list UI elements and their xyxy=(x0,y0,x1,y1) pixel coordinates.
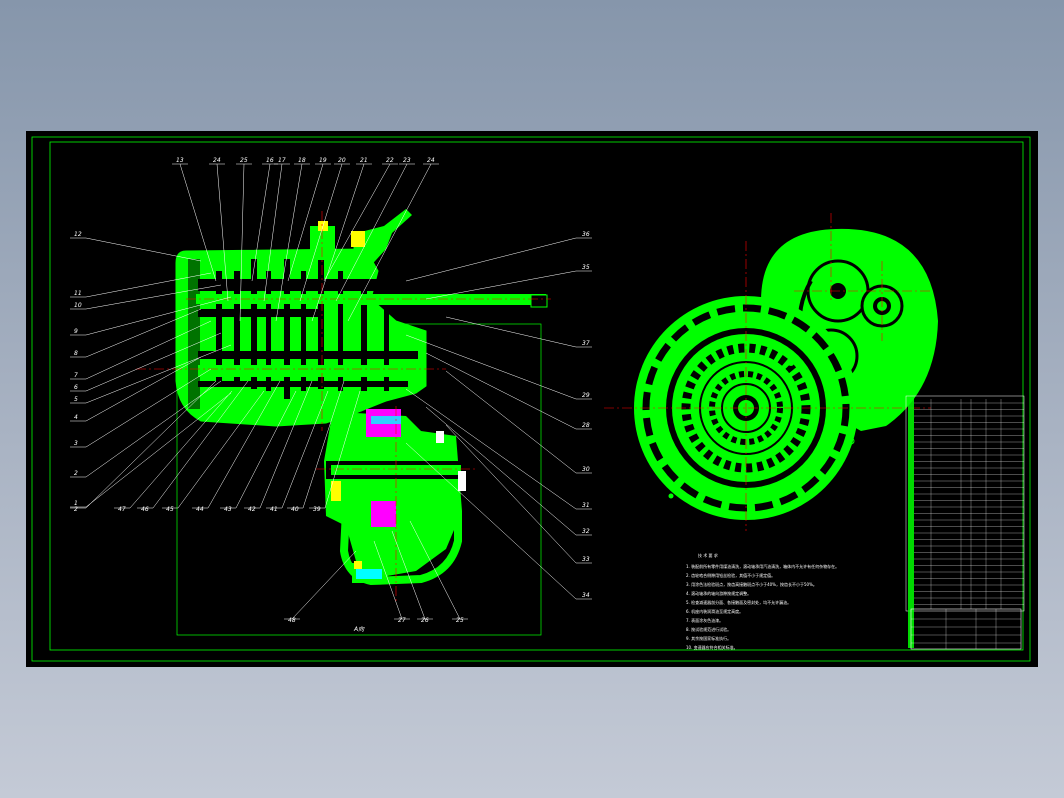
callout-right-4: 28 xyxy=(582,422,590,429)
leader-lines xyxy=(70,163,592,620)
technical-notes: 技 术 要 求 1. 装配前所有零件用煤油清洗，滚动轴承用汽油清洗，箱体内不允许… xyxy=(686,552,839,650)
view-caption: A向 xyxy=(353,625,365,633)
callout-right-2: 37 xyxy=(582,340,590,347)
callout-bottom-5: 43 xyxy=(224,506,232,513)
callout-right-3: 29 xyxy=(582,392,590,399)
notes-title: 技 术 要 求 xyxy=(698,552,718,558)
parts-list-table xyxy=(905,395,1025,650)
callout-top-5: 18 xyxy=(298,157,306,164)
callout-left-3: 9 xyxy=(74,328,78,335)
note-line-5: 6. 机座内装润滑油至规定高度。 xyxy=(686,608,743,614)
gearbox-end-view xyxy=(604,213,938,531)
callout-bottom-9: 39 xyxy=(313,506,321,513)
callout-top-2: 25 xyxy=(240,157,248,164)
callout-left-4: 8 xyxy=(74,350,78,357)
callout-left-6: 6 xyxy=(74,384,78,391)
callout-right-6: 31 xyxy=(582,502,590,509)
callout-right-1: 35 xyxy=(582,264,590,271)
note-line-2: 3. 用涂色法检验斑点，按齿高接触斑点不小于40%，按齿长不小于50%。 xyxy=(686,581,817,587)
callout-bottom-4: 44 xyxy=(196,506,204,513)
callout-left-9: 3 xyxy=(74,440,78,447)
callout-left-1: 11 xyxy=(74,290,82,297)
callout-right-7: 32 xyxy=(582,528,590,535)
note-line-9: 10. 变速器应符合相关标准。 xyxy=(686,644,738,650)
callout-left-10: 2 xyxy=(74,470,78,477)
callout-top-10: 23 xyxy=(403,157,411,164)
callout-bottom-1: 47 xyxy=(118,506,126,513)
callout-top-1: 24 xyxy=(213,157,221,164)
callout-top-11: 24 xyxy=(427,157,435,164)
note-line-7: 8. 按试验规范进行试验。 xyxy=(686,626,731,632)
callout-right-5: 30 xyxy=(582,466,590,473)
note-line-6: 7. 表面涂灰色油漆。 xyxy=(686,617,723,623)
note-line-4: 5. 检查减速器剖分面、各接触面及密封处，均不允许漏油。 xyxy=(686,599,791,605)
note-line-3: 4. 滚动轴承的轴向游隙按规定调整。 xyxy=(686,590,751,596)
callout-lower-2: 26 xyxy=(421,617,429,624)
callout-bottom-2: 46 xyxy=(141,506,149,513)
callout-bottom-7: 41 xyxy=(270,506,278,513)
callout-top-3: 16 xyxy=(266,157,274,164)
callout-top-8: 21 xyxy=(360,157,368,164)
outer-frame xyxy=(31,136,1031,662)
callout-right-8: 33 xyxy=(582,556,590,563)
callout-lower-3: 25 xyxy=(456,617,464,624)
callout-top-0: 13 xyxy=(176,157,184,164)
callout-left-0: 12 xyxy=(74,231,82,238)
callout-left-5: 7 xyxy=(74,372,78,379)
callout-left-2: 10 xyxy=(74,302,82,309)
gearbox-section-view xyxy=(136,209,551,601)
callout-right-0: 36 xyxy=(582,231,590,238)
callout-top-4: 17 xyxy=(278,157,286,164)
note-line-8: 9. 其余按国家标准执行。 xyxy=(686,635,731,641)
callout-bottom-0: 2 xyxy=(74,506,78,513)
callout-top-6: 19 xyxy=(319,157,327,164)
callout-right-9: 34 xyxy=(582,592,590,599)
callout-bottom-6: 42 xyxy=(248,506,256,513)
callout-bottom-3: 45 xyxy=(166,506,174,513)
callout-left-8: 4 xyxy=(74,414,78,421)
note-line-0: 1. 装配前所有零件用煤油清洗，滚动轴承用汽油清洗，箱体内不允许有任何杂物存在。 xyxy=(686,563,839,569)
callout-top-7: 20 xyxy=(338,157,346,164)
callout-lower-1: 27 xyxy=(398,617,406,624)
callout-bottom-8: 40 xyxy=(291,506,299,513)
callout-left-11: 1 xyxy=(74,500,78,507)
callout-top-9: 22 xyxy=(386,157,394,164)
title-block xyxy=(910,608,1022,650)
callout-left-7: 5 xyxy=(74,396,78,403)
note-line-1: 2. 齿轮啮合侧隙用铅丝检验，其值不小于规定值。 xyxy=(686,572,775,578)
callout-lower-0: 48 xyxy=(288,617,296,624)
